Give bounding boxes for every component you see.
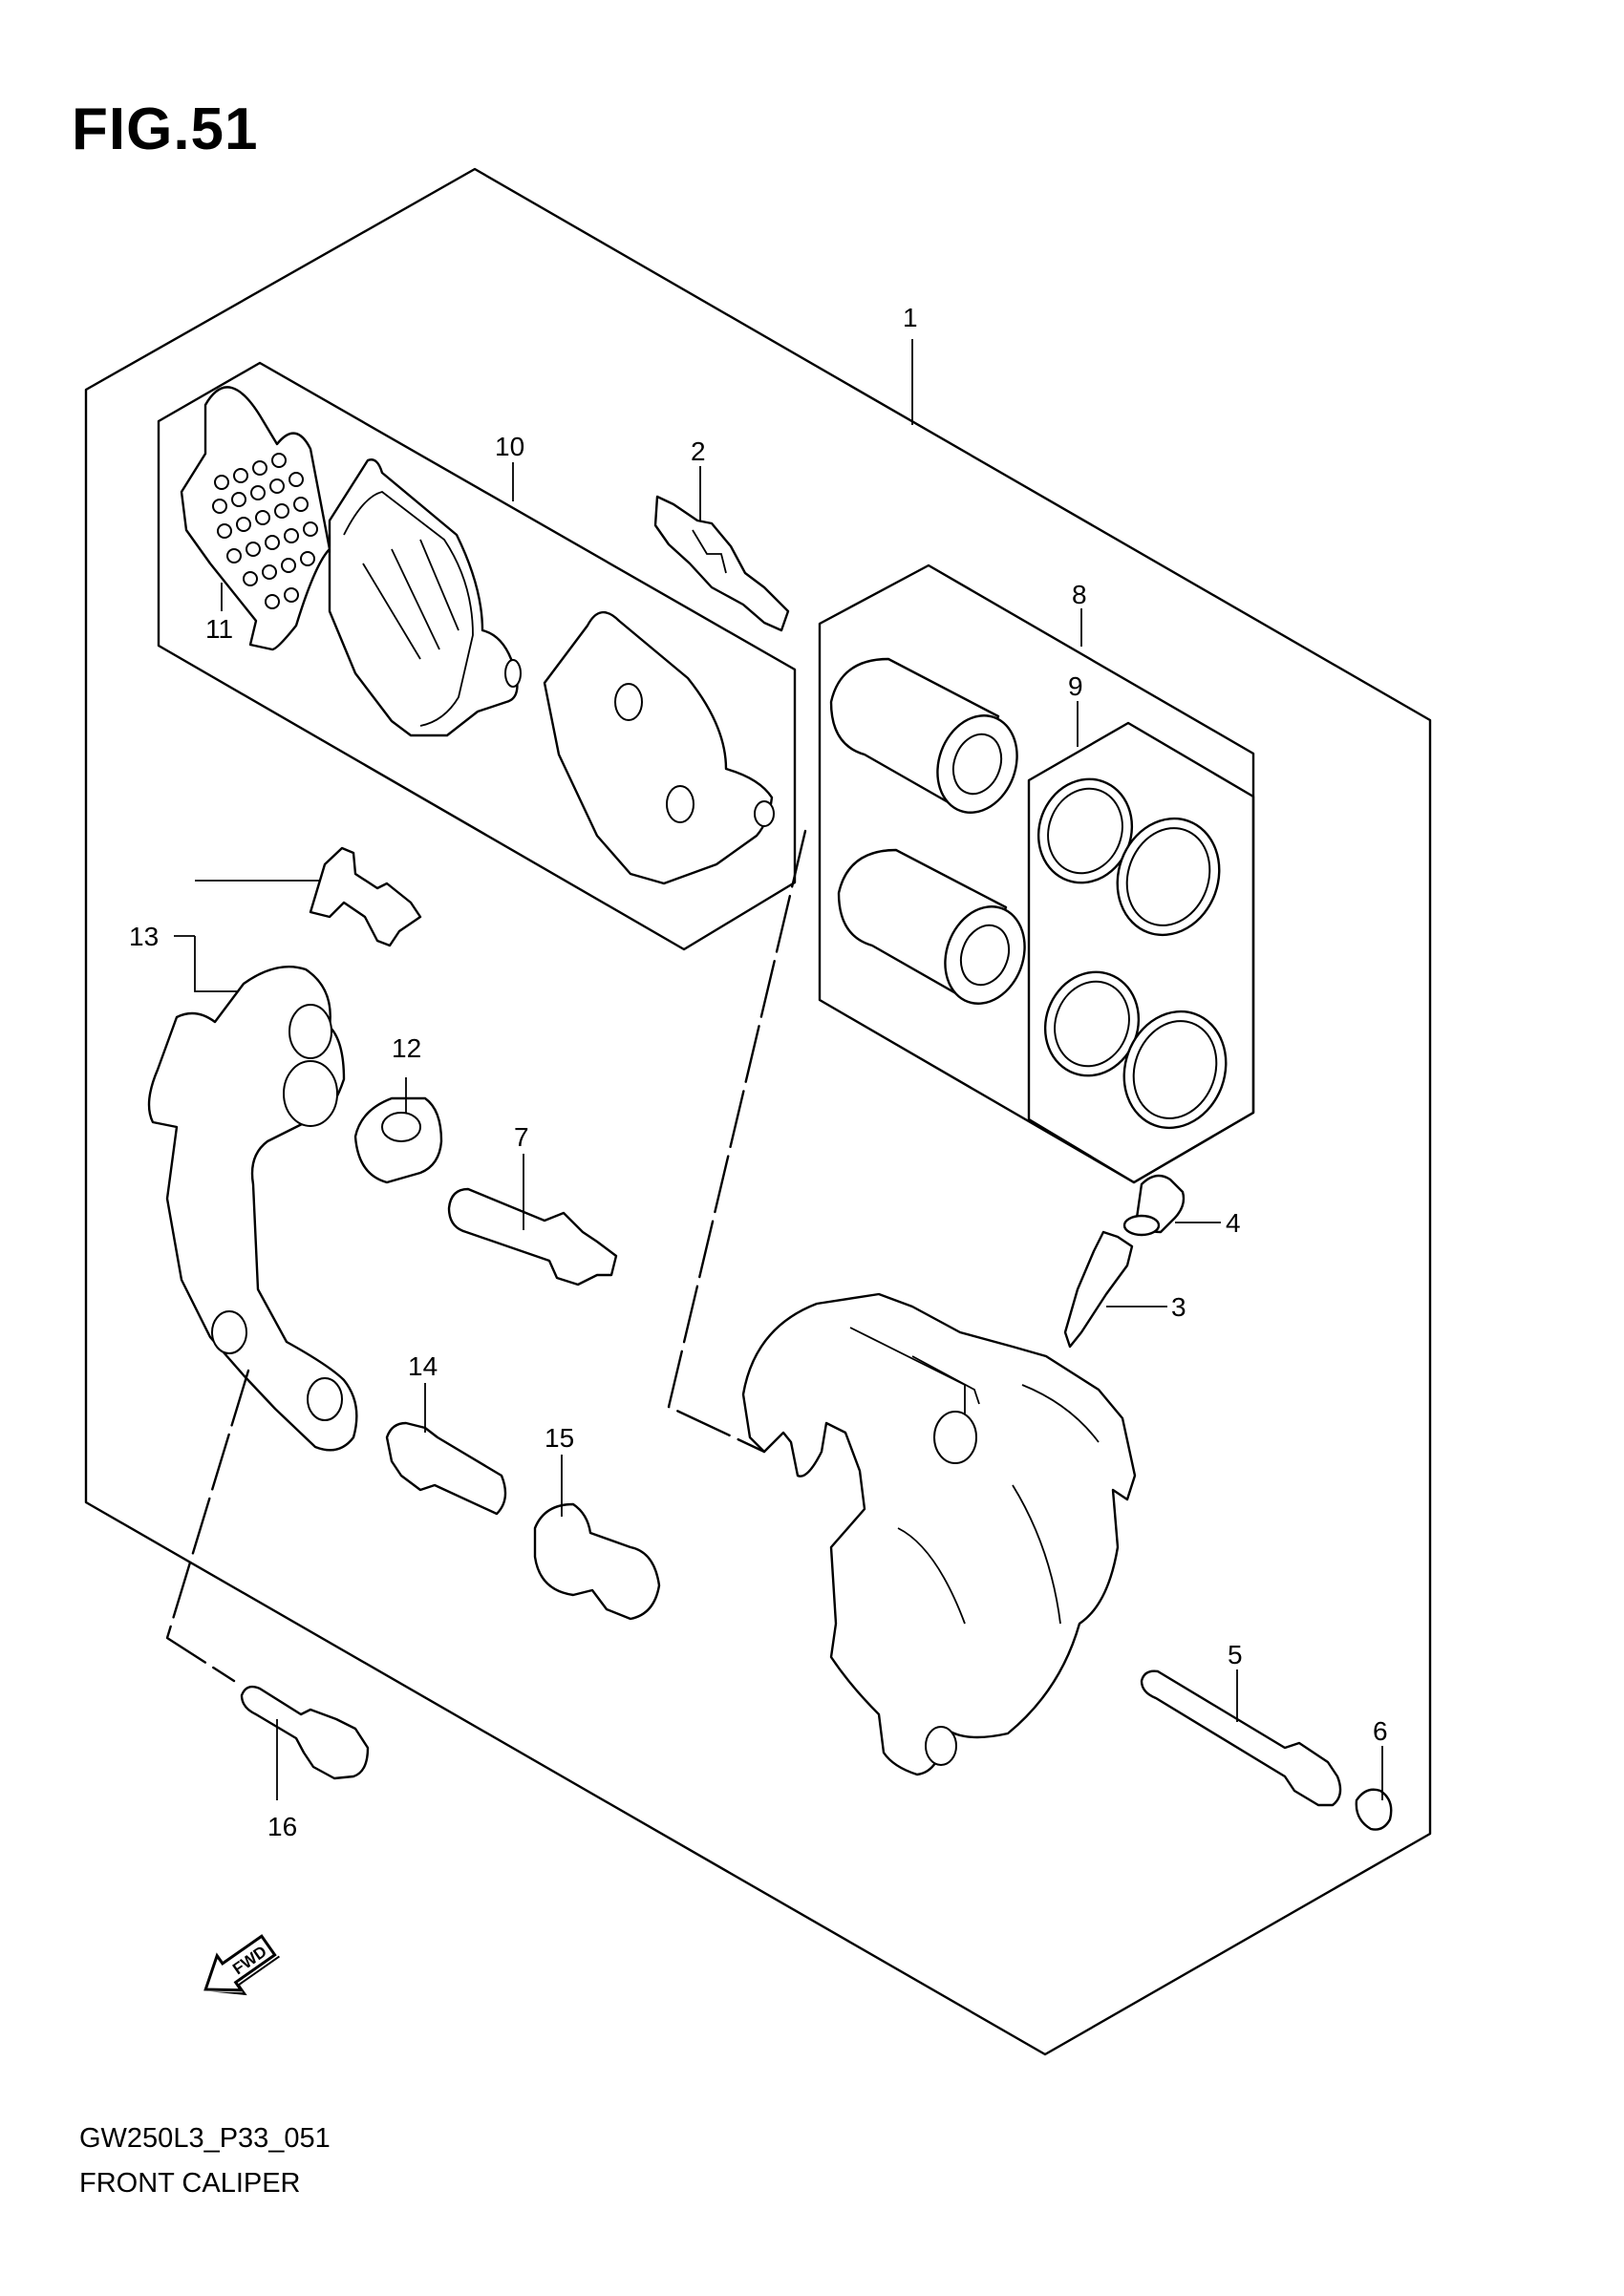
callout-5: 5: [1228, 1640, 1243, 1669]
pin-cap: [1355, 1788, 1393, 1831]
callout-10: 10: [495, 432, 524, 461]
callout-8: 8: [1072, 580, 1087, 609]
fwd-arrow-icon: FWD: [203, 1934, 280, 1996]
shim-part: [180, 386, 331, 651]
seal-set-outline: [1027, 721, 1255, 1184]
figure-code: GW250L3_P33_051: [79, 2123, 331, 2154]
brake-pad-rear: [543, 611, 775, 885]
callout-numbers: 1 2 3 4 5 6 7 8 9 10 11 12 13 14 15 16: [129, 303, 1388, 1841]
callout-7: 7: [514, 1122, 529, 1152]
callout-6: 6: [1373, 1716, 1388, 1746]
callout-11: 11: [205, 614, 233, 644]
pad-retainer-spring: [309, 846, 422, 947]
bleeder-cap: [1122, 1174, 1186, 1237]
assembly-line-pad-to-caliper: [667, 829, 807, 1454]
piston-upper: [829, 657, 1018, 814]
callout-14: 14: [408, 1351, 438, 1381]
figure-title: FIG.51: [72, 96, 259, 162]
leader-lines: [174, 339, 1383, 1800]
brake-pad-front: [328, 458, 522, 737]
bleeder-valve: [1063, 1230, 1134, 1349]
assembly-line-bracket-to-bolt: [165, 1369, 250, 1683]
bolt-boot-part: [533, 1502, 661, 1621]
callout-12: 12: [392, 1033, 421, 1063]
slide-pin: [1140, 1669, 1342, 1807]
boot-part: [353, 1096, 443, 1184]
callout-1: 1: [903, 303, 918, 332]
callout-9: 9: [1068, 671, 1083, 701]
piston-seals: [1036, 777, 1228, 1130]
figure-name: FRONT CALIPER: [79, 2168, 301, 2199]
caliper-pin-upper: [447, 1187, 618, 1286]
callout-3: 3: [1171, 1292, 1186, 1322]
brake-pad-set-outline: [157, 361, 797, 951]
callout-4: 4: [1226, 1208, 1241, 1238]
callout-2: 2: [691, 436, 706, 466]
callout-13: 13: [129, 922, 159, 951]
pad-spring: [653, 495, 790, 632]
caliper-body: [741, 1292, 1137, 1776]
caliper-assembly-outline: [84, 167, 1432, 2056]
callout-16: 16: [267, 1812, 297, 1841]
callout-15: 15: [545, 1423, 574, 1453]
mounting-bolt: [240, 1685, 370, 1780]
caliper-pin-lower: [385, 1421, 507, 1516]
caliper-bracket: [147, 966, 358, 1452]
piston-lower: [837, 848, 1026, 1005]
